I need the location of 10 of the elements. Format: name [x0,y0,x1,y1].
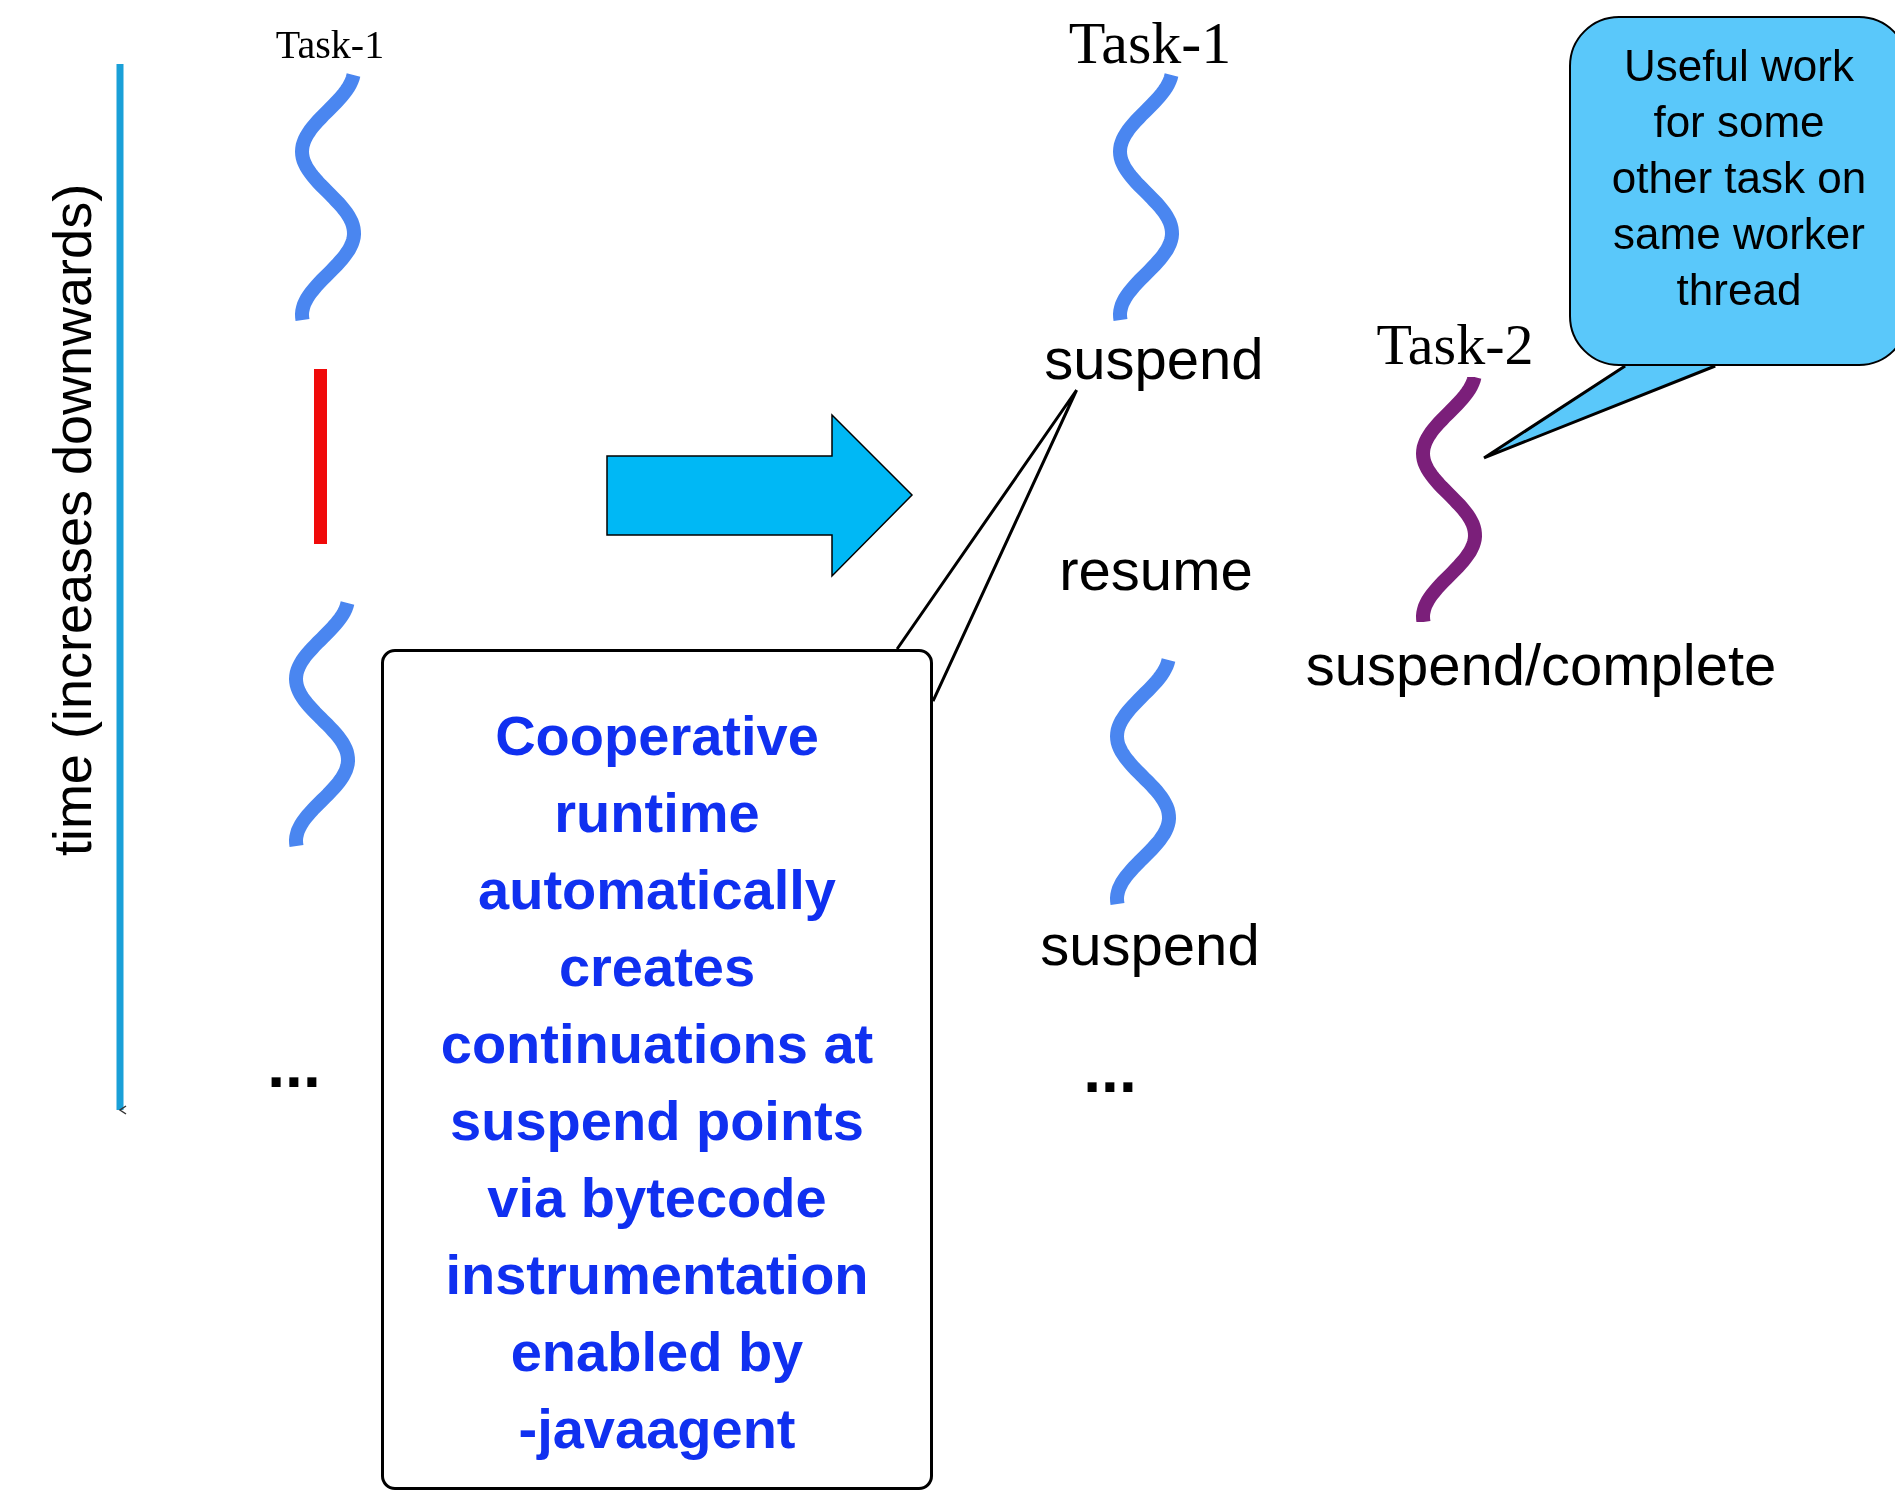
task-label: Task-1 [1068,13,1232,73]
callout-box: Cooperative runtime automatically creates continuations at suspend points via bytecode instrumentation enabled by -javaagent [381,649,933,1490]
task-label: Task-2 [1376,316,1534,374]
ellipsis: ... [267,1033,321,1097]
ellipsis: ... [1083,1038,1137,1102]
suspend-label: suspend [1033,328,1275,390]
resume-label: resume [1059,541,1253,599]
task-label: Task-1 [275,25,385,65]
speech-bubble: Useful work for some other task on same worker thread [1569,16,1895,366]
callout-tail [895,388,1079,703]
